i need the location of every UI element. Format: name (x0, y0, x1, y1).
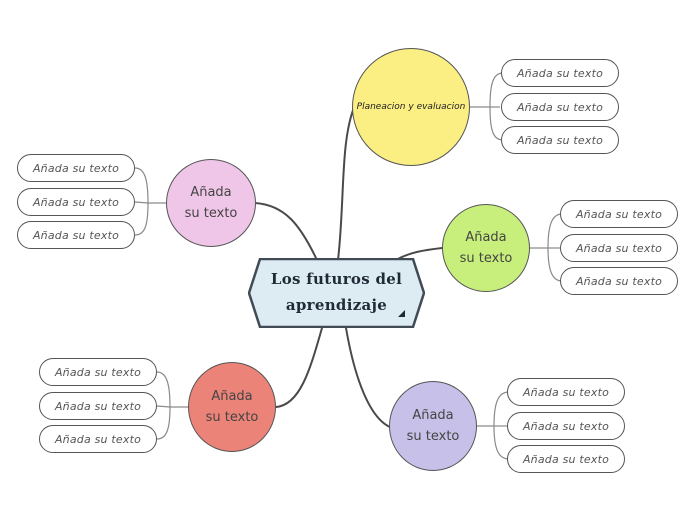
topic-label: Planeacion y evaluacion (356, 101, 466, 112)
branch-bottom (345, 327, 391, 428)
central-topic[interactable]: Los futuros del aprendizaje (248, 258, 425, 328)
subtopic-top-1[interactable]: Añada su texto (501, 59, 619, 87)
subtopic-top-3[interactable]: Añada su texto (501, 126, 619, 154)
leaf-links-right (530, 213, 563, 282)
subtopic-right-3[interactable]: Añada su texto (560, 267, 678, 295)
topic-lower-left[interactable]: Añada su texto (188, 362, 276, 452)
leaf-links-lower-left (156, 371, 188, 440)
central-topic-shape (248, 258, 425, 328)
branch-upper-left (254, 202, 317, 259)
topic-label: Añada su texto (184, 185, 238, 221)
topic-label: Añada su texto (205, 389, 259, 425)
leaf-links-upper-left (134, 167, 166, 236)
subtopic-upper-left-3[interactable]: Añada su texto (17, 221, 135, 249)
leaf-links-bottom (477, 391, 510, 460)
subtopic-lower-left-2[interactable]: Añada su texto (39, 392, 157, 420)
subtopic-lower-left-3[interactable]: Añada su texto (39, 425, 157, 453)
central-topic-label: Los futuros del aprendizaje (270, 270, 403, 314)
topic-right[interactable]: Añada su texto (442, 204, 530, 292)
subtopic-top-2[interactable]: Añada su texto (501, 93, 619, 121)
subtopic-bottom-1[interactable]: Añada su texto (507, 378, 625, 406)
subtopic-bottom-2[interactable]: Añada su texto (507, 412, 625, 440)
subtopic-upper-left-1[interactable]: Añada su texto (17, 154, 135, 182)
subtopic-lower-left-1[interactable]: Añada su texto (39, 358, 157, 386)
topic-bottom[interactable]: Añada su texto (389, 381, 477, 471)
subtopic-upper-left-2[interactable]: Añada su texto (17, 188, 135, 216)
subtopic-right-1[interactable]: Añada su texto (560, 200, 678, 228)
topic-label: Añada su texto (459, 230, 513, 266)
topic-upper-left[interactable]: Añada su texto (166, 159, 256, 247)
subtopic-bottom-3[interactable]: Añada su texto (507, 445, 625, 473)
topic-label: Añada su texto (406, 408, 460, 444)
collapse-corner-icon[interactable] (398, 310, 405, 317)
leaf-links-top (470, 72, 504, 141)
topic-planeacion[interactable]: Planeacion y evaluacion (352, 48, 470, 166)
branch-top (337, 104, 356, 261)
subtopic-right-2[interactable]: Añada su texto (560, 234, 678, 262)
branch-lower-left (275, 327, 323, 408)
